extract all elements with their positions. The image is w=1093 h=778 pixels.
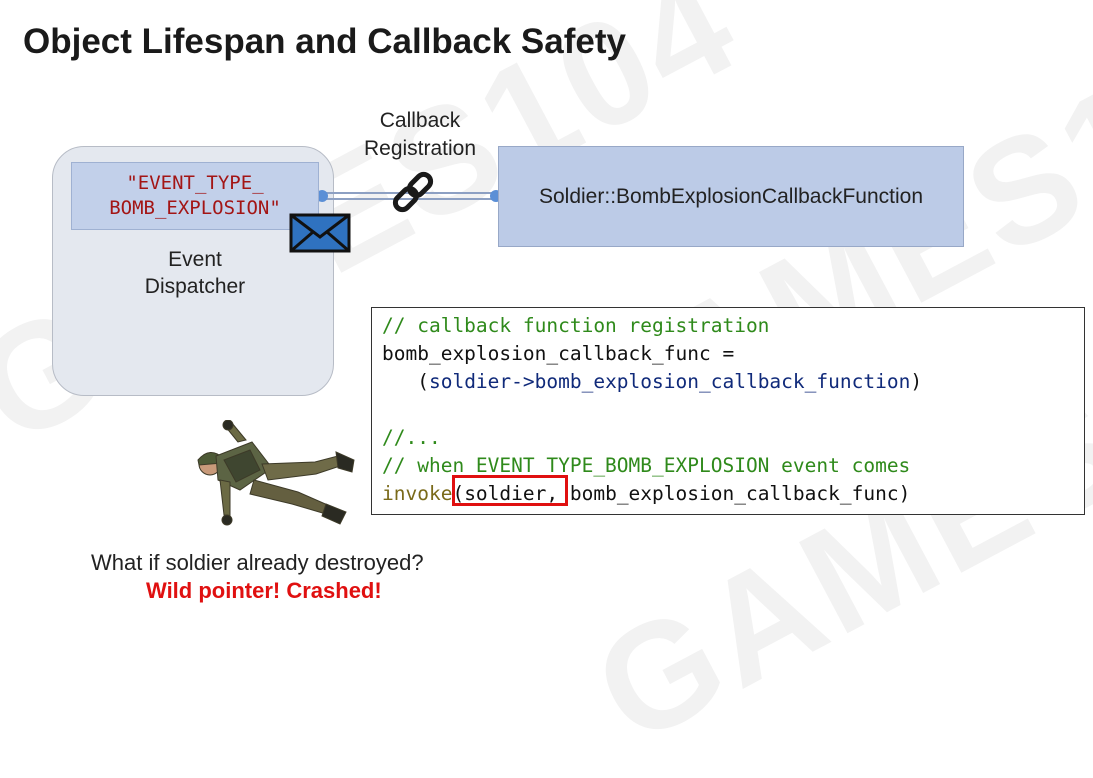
soldier-callback-function-box: Soldier::BombExplosionCallbackFunction bbox=[498, 146, 964, 247]
callback-registration-label: Callback Registration bbox=[363, 109, 477, 160]
code-member-access: soldier->bomb_explosion_callback_functio… bbox=[428, 370, 911, 393]
envelope-icon bbox=[289, 213, 351, 253]
caption-question: What if soldier already destroyed? bbox=[91, 550, 424, 575]
code-paren-open: ( bbox=[382, 370, 429, 393]
code-callback-expression: (soldier->bomb_explosion_callback_functi… bbox=[382, 370, 922, 393]
event-dispatcher-label: Event Dispatcher bbox=[144, 248, 246, 298]
code-invoke-function: invoke bbox=[382, 482, 453, 505]
link-icon bbox=[392, 171, 434, 213]
event-type-string: "EVENT_TYPE_ BOMB_EXPLOSION" bbox=[109, 172, 281, 219]
slide-title: Object Lifespan and Callback Safety bbox=[23, 22, 626, 61]
fallen-soldier-image bbox=[197, 420, 355, 526]
code-comment-ellipsis: //... bbox=[382, 426, 441, 449]
code-invoke-call: invoke(soldier, bomb_explosion_callback_… bbox=[382, 482, 910, 505]
soldier-arg-highlight bbox=[452, 475, 568, 506]
code-comment-event: // when EVENT_TYPE_BOMB_EXPLOSION event … bbox=[382, 454, 911, 477]
code-invoke-args: (soldier, bomb_explosion_callback_func) bbox=[452, 482, 911, 505]
code-block: // callback function registration bomb_e… bbox=[371, 307, 1085, 515]
event-type-box: "EVENT_TYPE_ BOMB_EXPLOSION" bbox=[71, 162, 319, 230]
code-assignment: bomb_explosion_callback_func = bbox=[382, 342, 735, 365]
soldier-callback-function-name: Soldier::BombExplosionCallbackFunction bbox=[538, 184, 924, 208]
caption-crash-warning: Wild pointer! Crashed! bbox=[146, 578, 382, 603]
code-comment-registration: // callback function registration bbox=[382, 314, 770, 337]
code-paren-close: ) bbox=[910, 370, 923, 393]
